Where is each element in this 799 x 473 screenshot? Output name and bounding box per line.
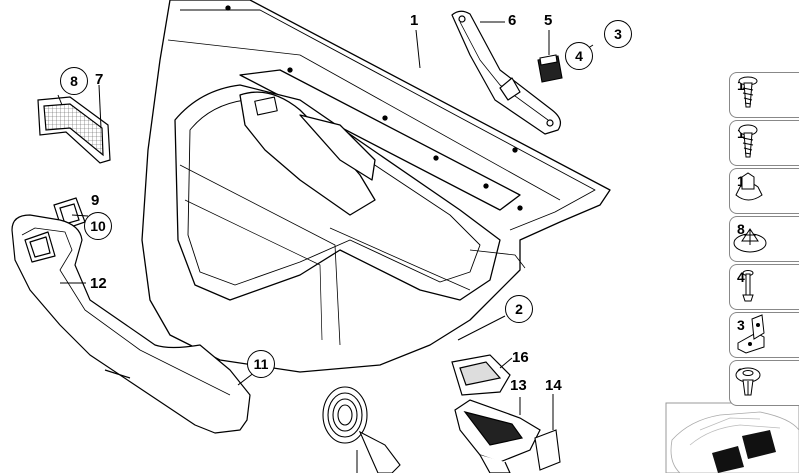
- callout-12: 12: [90, 275, 107, 292]
- bracket-icon: [737, 314, 765, 354]
- callout-10: 10: [84, 212, 112, 240]
- armrest: [11, 214, 251, 434]
- cover-plate: [534, 429, 561, 471]
- spreader-clip-icon: [733, 228, 767, 253]
- legend-item-11: 11: [729, 120, 799, 166]
- legend-item-15: 15: [729, 72, 799, 118]
- speaker-grille: [37, 96, 111, 164]
- callout-6: 6: [508, 12, 517, 29]
- tray-insert: [451, 354, 511, 396]
- door-trim-panel: [141, 0, 611, 373]
- callout-9: 9: [91, 192, 100, 209]
- callout-1: 1: [410, 12, 419, 29]
- callout-16: 16: [512, 349, 529, 366]
- legend-item-2: 2: [729, 360, 799, 406]
- legend-number: 4: [737, 269, 745, 285]
- callout-11: 11: [247, 350, 275, 378]
- retaining-clip: [537, 54, 563, 83]
- callout-5: 5: [544, 12, 553, 29]
- callout-2: 2: [505, 295, 533, 323]
- screw-icon: [738, 76, 758, 108]
- rivet-pin-icon: [742, 270, 754, 302]
- legend-item-10: 10: [729, 168, 799, 214]
- legend-item-3: 3: [729, 312, 799, 358]
- callout-4: 4: [565, 42, 593, 70]
- grab-handle: [451, 10, 562, 135]
- callout-8: 8: [60, 67, 88, 95]
- storage-box: [454, 399, 541, 473]
- seal-strip-roll: [322, 386, 401, 473]
- expanding-rivet-icon: [735, 367, 761, 396]
- screw-icon: [738, 124, 758, 158]
- clip-nut-icon: [735, 172, 763, 201]
- callout-13: 13: [510, 377, 527, 394]
- vehicle-inset: [665, 402, 799, 473]
- legend-item-8: 8: [729, 216, 799, 262]
- legend-number: 3: [737, 317, 745, 333]
- legend-number: 8: [737, 221, 745, 237]
- callout-14: 14: [545, 377, 562, 394]
- callout-3: 3: [604, 20, 632, 48]
- legend-item-4: 4: [729, 264, 799, 310]
- callout-7: 7: [95, 71, 104, 88]
